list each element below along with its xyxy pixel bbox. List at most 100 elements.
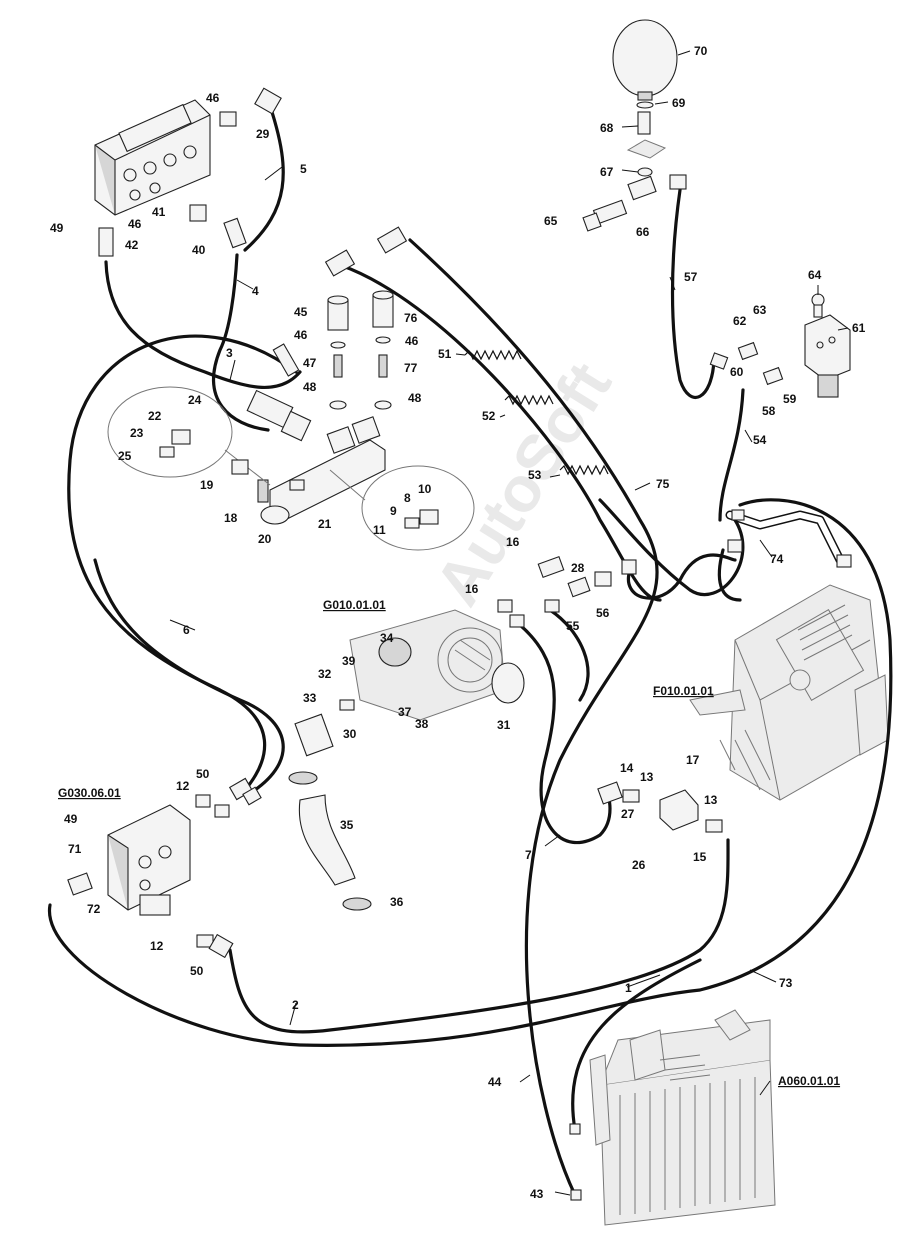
callout-30: 30 <box>343 727 357 741</box>
ref-a060: A060.01.01 <box>778 1074 840 1088</box>
callout-28: 28 <box>571 561 585 575</box>
callout-14: 14 <box>620 761 634 775</box>
callout-57: 57 <box>684 270 698 284</box>
callout-31: 31 <box>497 718 511 732</box>
suction-hose <box>288 771 372 911</box>
callout-70: 70 <box>694 44 708 58</box>
callout-46-b: 46 <box>128 217 142 231</box>
hose-end-fittings <box>67 87 852 1201</box>
callout-50-top: 50 <box>196 767 210 781</box>
callout-58: 58 <box>762 404 776 418</box>
watermark: AutoSoft <box>421 350 625 617</box>
callout-62: 62 <box>733 314 747 328</box>
callout-11: 11 <box>373 523 386 537</box>
callout-55: 55 <box>566 619 580 633</box>
callout-51: 51 <box>438 347 452 361</box>
callout-labels: 1 2 3 4 5 6 7 8 9 10 11 12 12 13 13 14 1… <box>50 44 866 1201</box>
callout-20: 20 <box>258 532 272 546</box>
callout-48-a: 48 <box>303 380 317 394</box>
callout-21: 21 <box>318 517 332 531</box>
callout-36: 36 <box>390 895 404 909</box>
callout-16-bottom: 16 <box>465 582 479 596</box>
callout-19: 19 <box>200 478 214 492</box>
callout-65: 65 <box>544 214 558 228</box>
callout-46-a: 46 <box>206 91 220 105</box>
callout-48-b: 48 <box>408 391 422 405</box>
callout-46-c: 46 <box>294 328 308 342</box>
callout-32: 32 <box>318 667 332 681</box>
callout-37: 37 <box>398 705 412 719</box>
callout-63: 63 <box>753 303 767 317</box>
callout-71: 71 <box>68 842 82 856</box>
callout-66: 66 <box>636 225 650 239</box>
callout-50-bottom: 50 <box>190 964 204 978</box>
callout-29: 29 <box>256 127 270 141</box>
callout-77: 77 <box>404 361 418 375</box>
callout-22: 22 <box>148 409 162 423</box>
callout-17: 17 <box>686 753 700 767</box>
callout-33: 33 <box>303 691 317 705</box>
callout-4: 4 <box>252 284 259 298</box>
callout-10: 10 <box>418 482 432 496</box>
ref-g030: G030.06.01 <box>58 786 121 800</box>
callout-38: 38 <box>415 717 429 731</box>
callout-56: 56 <box>596 606 610 620</box>
callout-34: 34 <box>380 631 394 645</box>
detail-callout-ovals <box>107 386 475 551</box>
callout-15: 15 <box>693 850 707 864</box>
accumulator <box>612 19 678 177</box>
leader-lines <box>169 50 849 1196</box>
callout-53: 53 <box>528 468 542 482</box>
fitting-block <box>597 781 723 833</box>
callout-76: 76 <box>404 311 418 325</box>
callout-54: 54 <box>753 433 767 447</box>
assembly-references: G030.06.01 G010.01.01 F010.01.01 A060.01… <box>58 598 840 1088</box>
callout-7: 7 <box>525 848 532 862</box>
callout-8: 8 <box>404 491 411 505</box>
cooler-assembly-ghost <box>589 1009 776 1226</box>
callout-13-right: 13 <box>704 793 718 807</box>
callout-2: 2 <box>292 998 299 1012</box>
callout-61: 61 <box>852 321 866 335</box>
callout-12-bottom: 12 <box>150 939 164 953</box>
callout-42: 42 <box>125 238 139 252</box>
callout-26: 26 <box>632 858 646 872</box>
callout-5: 5 <box>300 162 307 176</box>
valve-block-right <box>737 293 851 398</box>
callout-25: 25 <box>118 449 132 463</box>
callout-9: 9 <box>390 504 397 518</box>
tee-fitting-upper <box>582 174 687 232</box>
control-valve-bottom <box>107 804 191 916</box>
callout-74: 74 <box>770 552 784 566</box>
callout-45: 45 <box>294 305 308 319</box>
callout-49-bottom: 49 <box>64 812 78 826</box>
callout-24: 24 <box>188 393 202 407</box>
callout-47: 47 <box>303 356 317 370</box>
callout-75: 75 <box>656 477 670 491</box>
callout-13-left: 13 <box>640 770 654 784</box>
callout-12-top: 12 <box>176 779 190 793</box>
callout-44: 44 <box>488 1075 502 1089</box>
ref-g010: G010.01.01 <box>323 598 386 612</box>
callout-69: 69 <box>672 96 686 110</box>
callout-39: 39 <box>342 654 356 668</box>
callout-41: 41 <box>152 205 166 219</box>
callout-23: 23 <box>130 426 144 440</box>
callout-68: 68 <box>600 121 614 135</box>
hoses <box>48 110 893 1197</box>
control-valve-top <box>94 99 211 216</box>
callout-60: 60 <box>730 365 744 379</box>
callout-64: 64 <box>808 268 822 282</box>
callout-40: 40 <box>192 243 206 257</box>
callout-43: 43 <box>530 1187 544 1201</box>
manifold <box>246 389 386 525</box>
callout-16-top: 16 <box>506 535 520 549</box>
callout-59: 59 <box>783 392 797 406</box>
callout-67: 67 <box>600 165 614 179</box>
callout-1: 1 <box>625 981 632 995</box>
callout-35: 35 <box>340 818 354 832</box>
callout-3: 3 <box>226 346 233 360</box>
callout-73: 73 <box>779 976 793 990</box>
housing-assembly-ghost <box>689 584 889 801</box>
